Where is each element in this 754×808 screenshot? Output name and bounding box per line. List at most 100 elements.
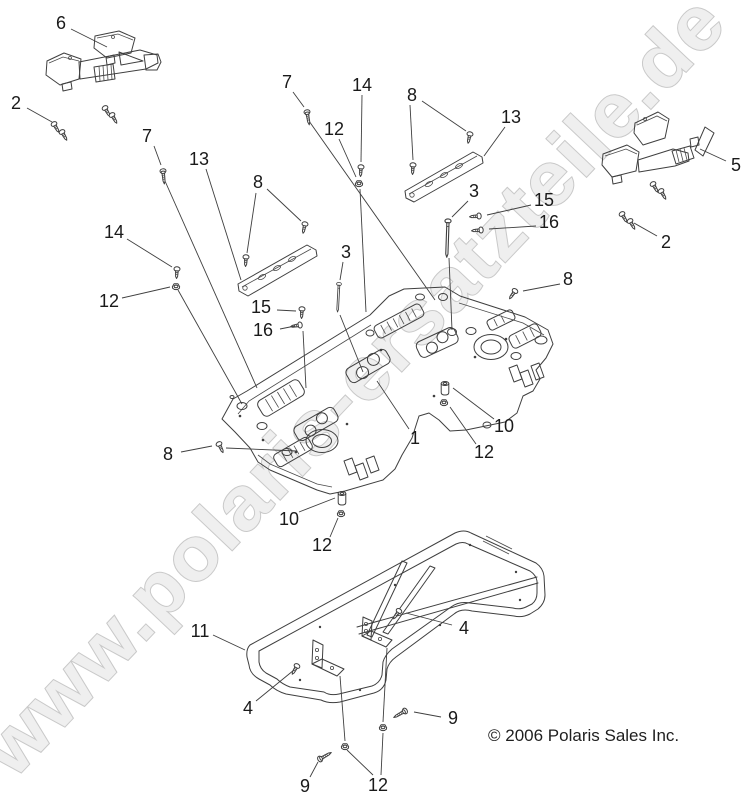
callout-14: 14 — [104, 222, 124, 242]
leader-line-2 — [633, 222, 658, 237]
callout-7: 7 — [142, 126, 152, 146]
leader-line-4 — [255, 669, 295, 702]
callout-6: 6 — [56, 13, 66, 33]
leader-line-8 — [409, 104, 414, 161]
callout-8: 8 — [163, 444, 173, 464]
assembly-line — [339, 675, 346, 742]
handle-right-part — [601, 111, 715, 185]
callout-15: 15 — [534, 190, 554, 210]
screw-lg-icon — [159, 167, 168, 185]
callout-9: 9 — [300, 776, 310, 796]
screw-icon — [242, 254, 250, 268]
callout-13: 13 — [189, 149, 209, 169]
callout-11: 11 — [191, 621, 210, 641]
screw-icon — [289, 662, 302, 677]
bolt-icon — [334, 281, 342, 313]
nut-icon — [340, 743, 350, 751]
callout-12: 12 — [312, 535, 332, 555]
leader-line-1 — [376, 380, 410, 430]
callout-16: 16 — [253, 320, 273, 340]
assembly-line — [308, 120, 436, 301]
leader-line-14 — [126, 238, 173, 268]
screw-icon — [57, 128, 70, 143]
leader-line-3 — [339, 261, 344, 281]
callout-14: 14 — [352, 75, 372, 95]
assembly-line — [382, 647, 388, 723]
callout-12: 12 — [474, 442, 494, 462]
callout-8: 8 — [563, 269, 573, 289]
tube-rack-part — [246, 530, 546, 704]
leader-line-10 — [298, 497, 336, 513]
screw-icon — [357, 164, 365, 178]
callout-3: 3 — [469, 181, 479, 201]
leader-line-15 — [486, 204, 532, 216]
callout-3: 3 — [341, 242, 351, 262]
spacer-icon — [337, 491, 347, 506]
callout-15: 15 — [251, 297, 271, 317]
leader-line-11 — [212, 634, 246, 651]
screw-lg-icon — [391, 706, 409, 721]
callout-12: 12 — [99, 291, 119, 311]
rail-right-part — [404, 151, 484, 203]
leader-line-6 — [70, 28, 108, 48]
leader-line-7 — [292, 91, 305, 108]
callout-2: 2 — [11, 93, 21, 113]
assembly-line — [339, 314, 364, 373]
callout-4: 4 — [459, 618, 469, 638]
leader-line-7 — [153, 145, 162, 166]
leader-line-12 — [329, 517, 339, 538]
callout-10: 10 — [279, 509, 299, 529]
leader-line-2 — [26, 107, 53, 123]
callout-10: 10 — [494, 416, 514, 436]
callout-1: 1 — [410, 428, 420, 448]
handle-left-part — [45, 30, 162, 92]
watermark-text: www.polaris-ersatzteile.de — [0, 0, 743, 793]
leader-line-12 — [121, 286, 171, 299]
leader-line-12 — [346, 749, 374, 776]
leader-line-16 — [279, 325, 296, 330]
assembly-line — [225, 447, 298, 452]
callout-13: 13 — [501, 107, 521, 127]
screw-lg-icon — [316, 749, 334, 764]
leader-line-13 — [205, 168, 242, 281]
leader-line-16 — [488, 225, 537, 230]
screw-icon — [464, 130, 474, 145]
callout-5: 5 — [731, 155, 741, 175]
screw-icon — [506, 286, 520, 302]
nut-icon — [378, 724, 388, 732]
callout-2: 2 — [661, 232, 671, 252]
leader-line-12 — [338, 138, 357, 178]
leader-line-9 — [413, 711, 442, 718]
assembly-line — [448, 257, 453, 331]
nut-icon — [336, 510, 346, 518]
leader-line-8 — [246, 192, 257, 254]
leader-line-4 — [405, 612, 453, 626]
callout-12: 12 — [368, 775, 388, 795]
nut-icon — [171, 283, 181, 291]
assembly-line — [359, 188, 367, 313]
leader-line-3 — [451, 200, 469, 218]
leader-line-15 — [276, 309, 297, 312]
screw-icon — [107, 111, 120, 126]
assembly-line — [302, 330, 307, 389]
leader-line-12 — [449, 406, 477, 445]
rail-left-part — [237, 244, 318, 297]
screw-icon — [409, 162, 417, 176]
screw-icon — [173, 266, 181, 280]
screw-icon — [214, 440, 227, 455]
callout-9: 9 — [448, 708, 458, 728]
leader-line-8 — [266, 188, 302, 222]
assembly-line — [177, 289, 243, 405]
leader-line-14 — [360, 94, 363, 163]
leader-line-8 — [421, 100, 467, 132]
leader-line-10 — [452, 387, 495, 420]
callout-12: 12 — [324, 119, 344, 139]
nut-icon — [439, 399, 449, 407]
screw-icon — [656, 187, 669, 202]
screw-icon — [299, 220, 309, 235]
callout-4: 4 — [243, 698, 253, 718]
leader-line-9 — [309, 761, 319, 778]
leader-line-12 — [380, 732, 384, 776]
